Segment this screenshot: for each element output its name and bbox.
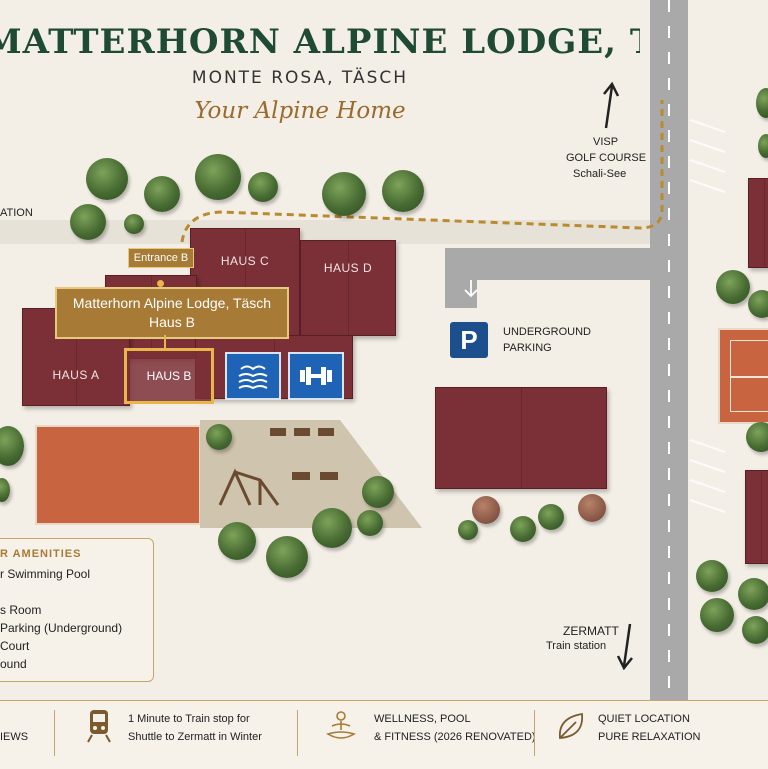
footer-divider (534, 710, 535, 756)
tree (538, 504, 564, 530)
tree (70, 204, 106, 240)
amenities-title: R AMENITIES (0, 548, 82, 560)
sports-court (35, 425, 201, 525)
arrow-up-icon (603, 81, 620, 129)
amenities-panel (0, 538, 154, 682)
footer-views: IEWS (0, 731, 29, 743)
page-title: MATTERHORN ALPINE LODGE, TÄSCH (0, 22, 640, 62)
tree (746, 422, 768, 452)
tree (748, 290, 768, 318)
parking-label-2: PARKING (503, 342, 552, 354)
direction-label-zermatt: ZERMATT (563, 624, 619, 638)
footer-train-2: Shuttle to Zermatt in Winter (128, 731, 262, 743)
tree (700, 598, 734, 632)
fitness-icon[interactable] (288, 352, 344, 400)
tree (322, 172, 366, 216)
building-garage (435, 387, 607, 489)
entrance-dot (157, 280, 164, 287)
tree (362, 476, 394, 508)
direction-label-train: Train station (546, 640, 607, 652)
tree (124, 214, 144, 234)
subtitle: MONTE ROSA, TÄSCH (191, 68, 409, 88)
tree (382, 170, 424, 212)
callout-line1: Matterhorn Alpine Lodge, Täsch (72, 295, 272, 311)
tree (248, 172, 278, 202)
tree (312, 508, 352, 548)
tree (218, 522, 256, 560)
tree (716, 270, 750, 304)
walking-route (180, 100, 726, 513)
tree (756, 88, 768, 118)
haus-b-label: HAUS B (146, 369, 192, 383)
amenity-item: Parking (Underground) (0, 621, 123, 635)
tree (144, 176, 180, 212)
building-haus-d[interactable]: HAUS D (300, 240, 396, 336)
direction-label-schali: Schali-See (573, 168, 627, 180)
tree (578, 494, 606, 522)
wellness-icon (326, 711, 356, 739)
tree (357, 510, 383, 536)
footer-divider (297, 710, 298, 756)
building-east-1 (748, 178, 768, 268)
tree (86, 158, 128, 200)
parking-sign: P (450, 322, 488, 358)
haus-d-label: HAUS D (323, 261, 373, 275)
tree (195, 154, 241, 200)
footer-wellness-2: & FITNESS (2026 RENOVATED) (374, 731, 536, 743)
tree (738, 578, 768, 610)
tree (472, 496, 500, 524)
access-road (445, 248, 650, 280)
pool-icon[interactable] (225, 352, 281, 400)
arrow-down-icon (616, 623, 633, 670)
tagline: Your Alpine Home (194, 98, 406, 124)
haus-a-label: HAUS A (52, 368, 100, 382)
tree (696, 560, 728, 592)
leaf-icon (559, 712, 583, 739)
amenity-item: ound (0, 657, 27, 671)
main-road (650, 0, 688, 700)
footer-train-1: 1 Minute to Train stop for (128, 713, 250, 725)
garage-ramp (445, 248, 477, 308)
direction-label-golf: GOLF COURSE (566, 152, 647, 164)
direction-label-west: ATION (0, 207, 33, 219)
amenity-item: Court (0, 639, 30, 653)
entrance-label: Entrance B (128, 248, 194, 268)
haus-c-label: HAUS C (220, 254, 270, 268)
parking-label-1: UNDERGROUND (503, 326, 591, 338)
tree (510, 516, 536, 542)
tree (758, 134, 768, 158)
tree (0, 478, 10, 502)
footer-divider (54, 710, 55, 756)
footer-wellness-1: WELLNESS, POOL (374, 713, 471, 725)
building-haus-b[interactable]: HAUS B (124, 348, 214, 404)
tennis-court (718, 328, 768, 424)
tree (206, 424, 232, 450)
footer-bar (0, 700, 768, 769)
building-east-2 (745, 470, 768, 564)
tree (266, 536, 308, 578)
direction-label-visp: VISP (593, 136, 619, 148)
callout-connector (164, 335, 166, 349)
location-callout: Matterhorn Alpine Lodge, Täsch Haus B (55, 287, 289, 339)
tree (742, 616, 768, 644)
tree (458, 520, 478, 540)
arrow-down-small-icon (464, 280, 478, 298)
footer-quiet-2: PURE RELAXATION (598, 731, 701, 743)
callout-line2: Haus B (149, 314, 195, 330)
train-icon (87, 710, 111, 743)
amenity-item: s Room (0, 603, 42, 617)
footer-quiet-1: QUIET LOCATION (598, 713, 690, 725)
playground (200, 420, 422, 528)
amenity-item: r Swimming Pool (0, 567, 91, 581)
